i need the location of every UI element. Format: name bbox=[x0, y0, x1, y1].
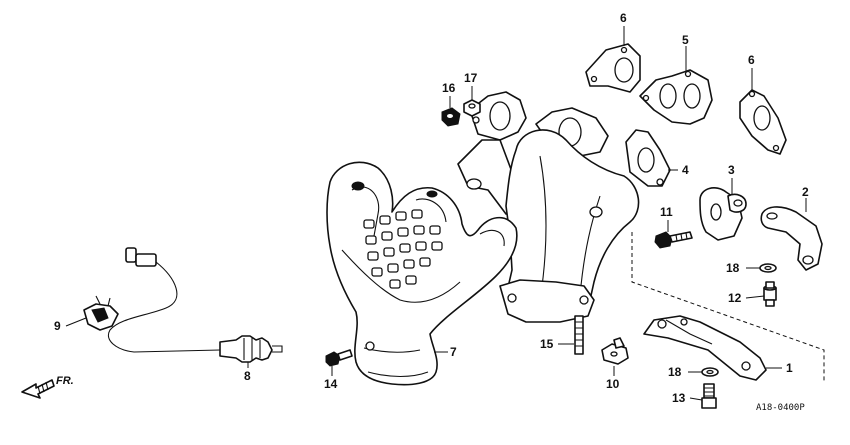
exhaust-manifold bbox=[457, 91, 671, 323]
oxygen-sensor bbox=[108, 247, 283, 363]
washer-18-lower bbox=[701, 367, 719, 377]
gasket-5-center bbox=[639, 69, 713, 125]
callout-8: 8 bbox=[244, 369, 251, 383]
callout-17: 17 bbox=[464, 71, 478, 85]
stud-15 bbox=[574, 315, 584, 355]
washer-18-upper bbox=[759, 263, 777, 273]
callout-2: 2 bbox=[802, 185, 809, 199]
heat-shield bbox=[326, 161, 518, 386]
callout-1: 1 bbox=[786, 361, 793, 375]
bracket-2 bbox=[760, 206, 823, 271]
harness-clip bbox=[83, 295, 119, 331]
callout-3: 3 bbox=[728, 163, 735, 177]
callout-16: 16 bbox=[442, 81, 456, 95]
callout-4: 4 bbox=[682, 163, 689, 177]
callout-6-left: 6 bbox=[620, 11, 627, 25]
front-direction-arrow-icon bbox=[21, 379, 55, 399]
gasket-6-left bbox=[585, 43, 641, 93]
callout-10: 10 bbox=[606, 377, 620, 391]
heat-shield-rib-pattern bbox=[363, 209, 443, 289]
callout-18-upper: 18 bbox=[726, 261, 740, 275]
callout-6-right: 6 bbox=[748, 53, 755, 67]
leader-lines bbox=[65, 26, 807, 401]
callout-18-lower: 18 bbox=[668, 365, 682, 379]
bracket-3 bbox=[699, 187, 747, 241]
manifold-bracket bbox=[643, 315, 767, 381]
front-direction-label: FR. bbox=[56, 375, 74, 387]
bracket-outline bbox=[631, 232, 825, 382]
bolt-13 bbox=[701, 383, 717, 409]
callout-14: 14 bbox=[324, 377, 338, 391]
nut-10 bbox=[601, 337, 629, 365]
callout-13: 13 bbox=[672, 391, 686, 405]
callout-11: 11 bbox=[660, 205, 673, 219]
nut-16 bbox=[441, 107, 461, 127]
washer-17 bbox=[463, 99, 481, 117]
diagram-code: A18-0400P bbox=[756, 403, 805, 413]
callout-7: 7 bbox=[450, 345, 457, 359]
callout-5: 5 bbox=[682, 33, 689, 47]
gasket-6-right bbox=[739, 89, 787, 155]
bolt-12 bbox=[763, 281, 777, 307]
callout-15: 15 bbox=[540, 337, 554, 351]
bolt-11 bbox=[654, 231, 693, 249]
bolt-14 bbox=[325, 349, 353, 367]
callout-12: 12 bbox=[728, 291, 742, 305]
callout-9: 9 bbox=[54, 319, 61, 333]
